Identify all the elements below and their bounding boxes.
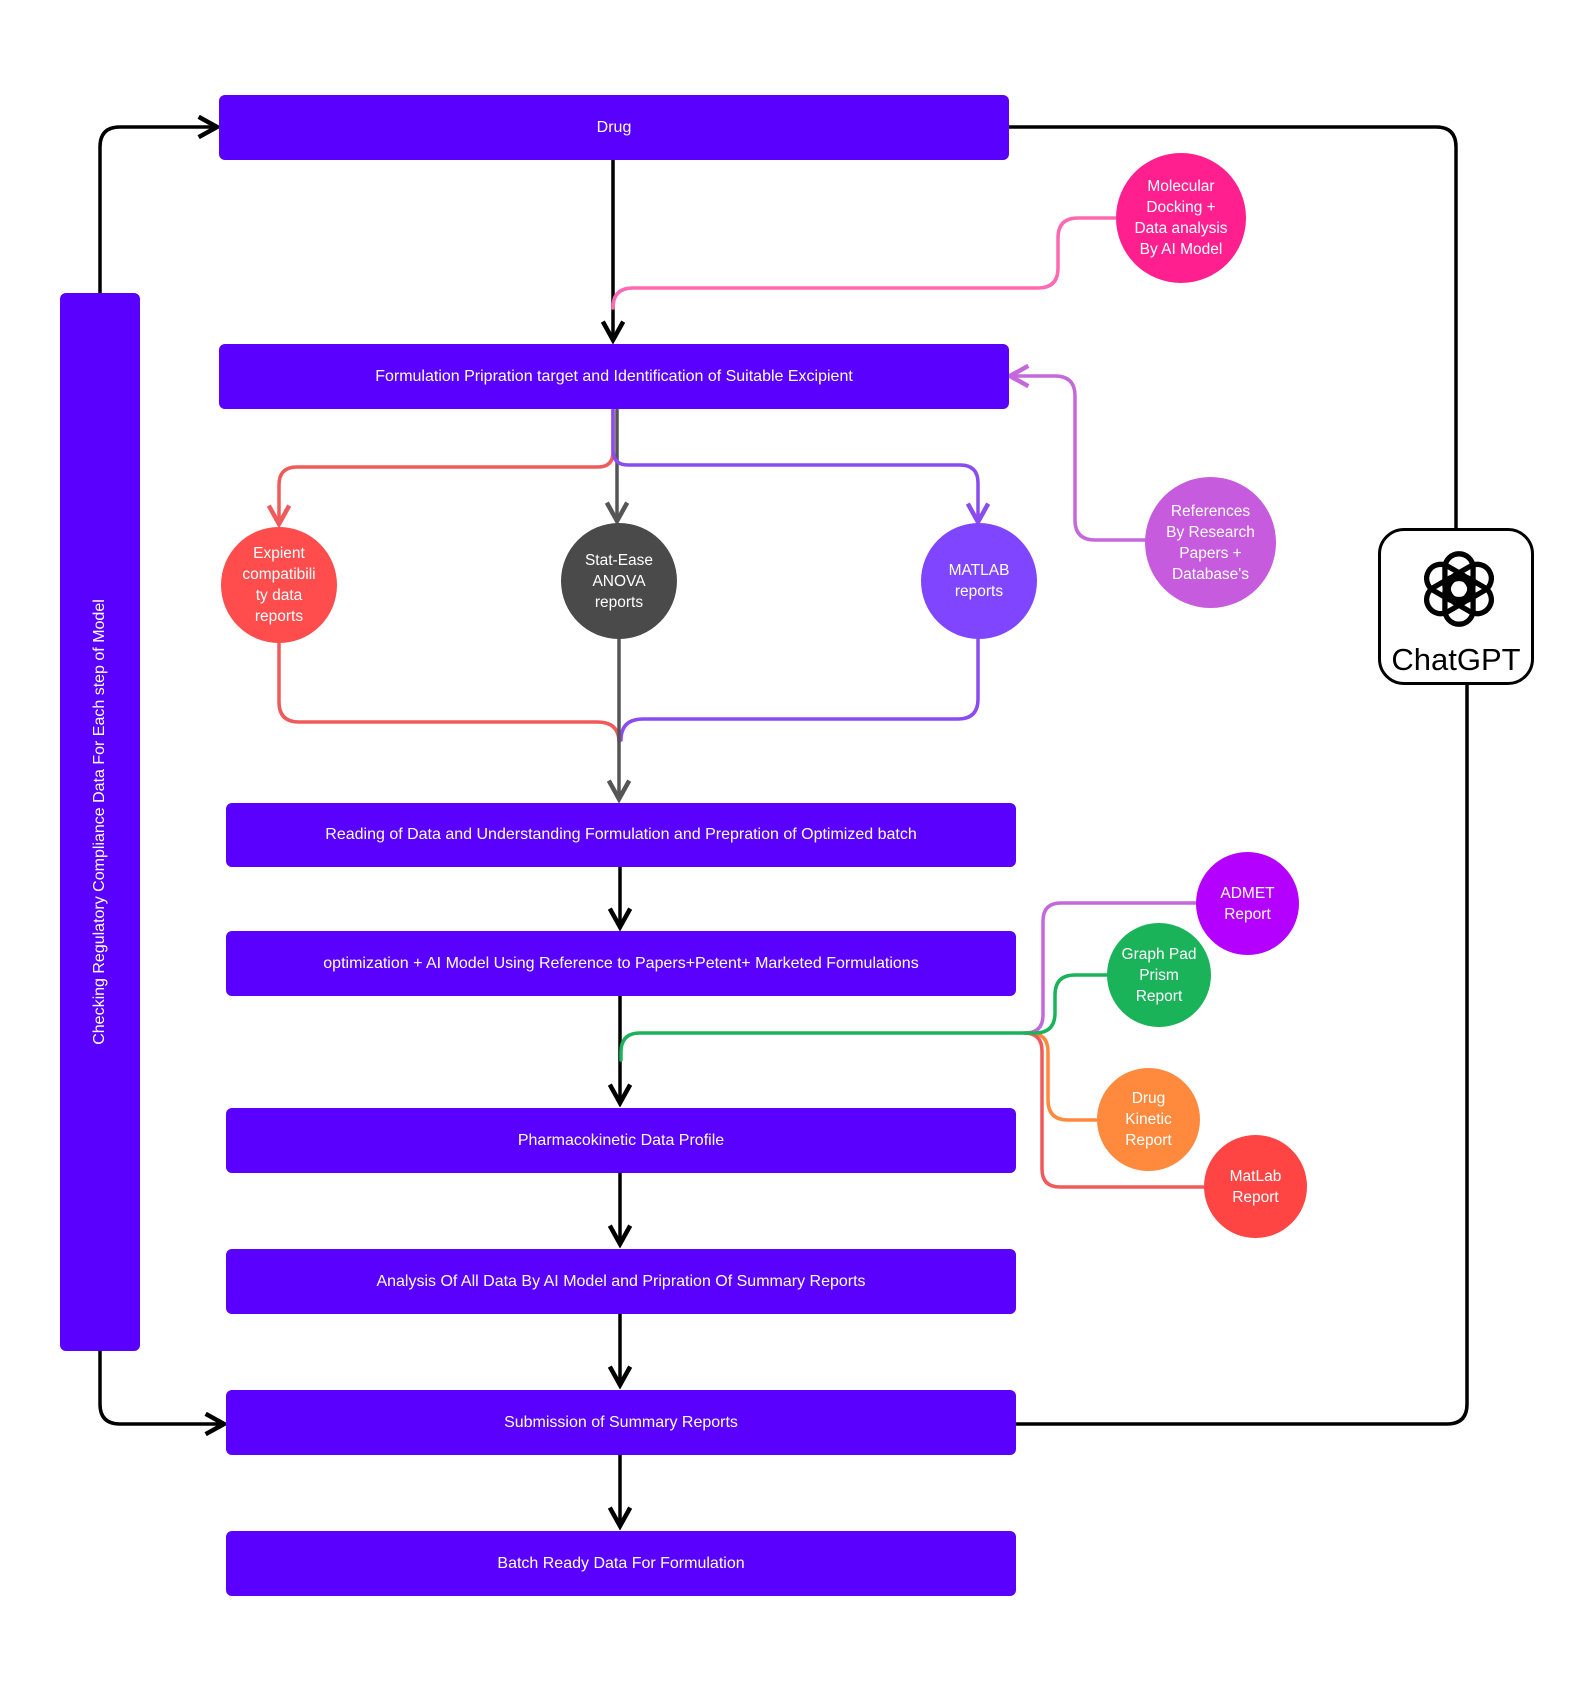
matlab-report-node[interactable]: MatLab Report bbox=[1204, 1135, 1307, 1238]
analysis-box[interactable]: Analysis Of All Data By AI Model and Pri… bbox=[226, 1249, 1016, 1314]
sidebar-label: Checking Regulatory Compliance Data For … bbox=[91, 599, 108, 1045]
stat-ease-node[interactable]: Stat-Ease ANOVA reports bbox=[561, 523, 677, 639]
graphpad-prism-label: Graph Pad Prism Report bbox=[1121, 945, 1197, 1005]
connector-drug-to-chatgpt bbox=[1005, 125, 1458, 530]
reading-box[interactable]: Reading of Data and Understanding Formul… bbox=[226, 803, 1016, 867]
regulatory-compliance-sidebar[interactable]: Checking Regulatory Compliance Data For … bbox=[60, 293, 140, 1351]
connector-molecular-docking bbox=[611, 216, 1118, 310]
connector-drug-kinetic bbox=[619, 973, 1109, 1062]
admet-label: ADMET Report bbox=[1220, 884, 1275, 923]
references-node[interactable]: References By Research Papers + Database… bbox=[1145, 477, 1276, 608]
matlab-report-label: MatLab Report bbox=[1229, 1167, 1282, 1206]
connector-expient-to-reading bbox=[277, 640, 621, 744]
chatgpt-node[interactable]: ChatGPT bbox=[1378, 528, 1534, 685]
molecular-docking-node[interactable]: Molecular Docking + Data analysis By AI … bbox=[1116, 153, 1246, 283]
expient-node[interactable]: Expient compatibili ty data reports bbox=[221, 527, 337, 643]
molecular-docking-label: Molecular Docking + Data analysis By AI … bbox=[1134, 178, 1228, 258]
chatgpt-label: ChatGPT bbox=[1391, 642, 1521, 677]
connector-formulation-to-expient bbox=[279, 408, 615, 524]
drug-kinetic-label: Drug Kinetic Report bbox=[1125, 1090, 1172, 1149]
connector-chatgpt-to-submission bbox=[1013, 683, 1469, 1426]
stat-ease-label: Stat-Ease ANOVA reports bbox=[584, 551, 654, 611]
submission-box[interactable]: Submission of Summary Reports bbox=[226, 1390, 1016, 1455]
formulation-box[interactable]: Formulation Pripration target and Identi… bbox=[219, 344, 1009, 409]
batch-ready-box[interactable]: Batch Ready Data For Formulation bbox=[226, 1531, 1016, 1596]
drug-box[interactable]: Drug bbox=[219, 95, 1009, 160]
admet-node[interactable]: ADMET Report bbox=[1196, 852, 1299, 955]
connector-references bbox=[1010, 376, 1147, 542]
expient-label: Expient compatibili ty data reports bbox=[242, 545, 316, 625]
chatgpt-logo-icon bbox=[1423, 551, 1495, 627]
connector-formulation-to-matlab bbox=[611, 408, 978, 522]
connector-matlab-report bbox=[1022, 1031, 1206, 1189]
matlab-reports-label: MATLAB reports bbox=[948, 562, 1010, 600]
connector-sidebar-to-drug bbox=[98, 127, 217, 295]
connector-sidebar-to-submission bbox=[98, 1349, 224, 1424]
matlab-reports-node[interactable]: MATLAB reports bbox=[921, 523, 1037, 639]
connector-graphpad bbox=[1028, 1031, 1099, 1122]
connector-admet bbox=[1023, 901, 1198, 1035]
graphpad-prism-node[interactable]: Graph Pad Prism Report bbox=[1107, 923, 1211, 1027]
pharmacokinetic-box[interactable]: Pharmacokinetic Data Profile bbox=[226, 1108, 1016, 1173]
drug-kinetic-node[interactable]: Drug Kinetic Report bbox=[1097, 1068, 1200, 1171]
references-label: References By Research Papers + Database… bbox=[1166, 502, 1255, 583]
connector-matlab-to-reading bbox=[619, 635, 980, 742]
optimization-box[interactable]: optimization + AI Model Using Reference … bbox=[226, 931, 1016, 996]
